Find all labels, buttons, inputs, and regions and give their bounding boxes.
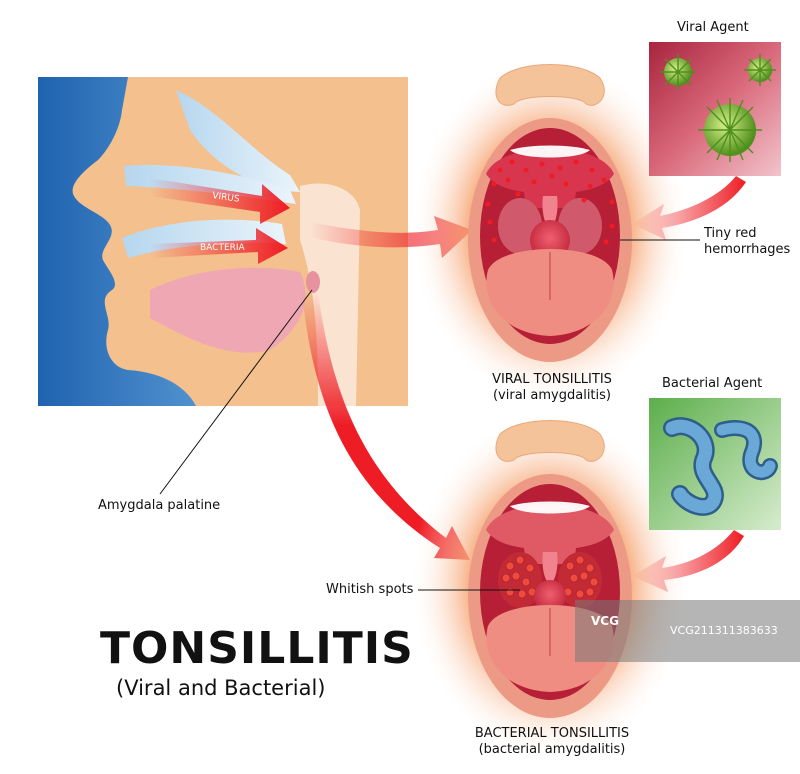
bacteria-icon bbox=[663, 417, 778, 516]
bacterial-agent-label: Bacterial Agent bbox=[662, 376, 763, 391]
bacterial-mouth bbox=[410, 411, 690, 761]
tiny-red-label-line1: Tiny red bbox=[704, 226, 757, 241]
viral-agent-arrow-icon bbox=[632, 176, 746, 240]
bacterial-caption-title: BACTERIAL TONSILLITIS bbox=[474, 726, 630, 741]
arrow-to-viral-icon bbox=[310, 216, 472, 258]
page-title: TONSILLITIS bbox=[100, 623, 414, 674]
virus-icon bbox=[660, 54, 776, 162]
page-subtitle: (Viral and Bacterial) bbox=[116, 676, 326, 700]
virus-arrow bbox=[150, 178, 290, 224]
bacteria-arrow-label: BACTERIA bbox=[200, 243, 246, 253]
viral-caption-sub: (viral amygdalitis) bbox=[492, 388, 611, 403]
viral-agent-box bbox=[649, 42, 781, 176]
bacterial-agent-arrow-icon bbox=[632, 530, 744, 592]
bacteria-arrow bbox=[150, 228, 288, 264]
virus-arrow-label: VIRUS bbox=[212, 191, 241, 205]
bacterial-caption-sub: (bacterial amygdalitis) bbox=[478, 742, 626, 757]
viral-caption-title: VIRAL TONSILLITIS bbox=[492, 372, 612, 387]
viral-agent-label: Viral Agent bbox=[677, 20, 749, 35]
viral-mouth bbox=[410, 55, 690, 405]
watermark-id: VCG211311383633 bbox=[670, 624, 778, 637]
watermark-logo: VCG bbox=[591, 614, 619, 628]
whitish-spots-label: Whitish spots bbox=[326, 582, 414, 597]
watermark-box bbox=[575, 600, 800, 662]
amygdala-label: Amygdala palatine bbox=[98, 498, 221, 513]
tiny-red-label-line2: hemorrhages bbox=[704, 242, 791, 257]
amygdala-pointer bbox=[159, 289, 313, 495]
bacterial-agent-box bbox=[649, 398, 781, 530]
